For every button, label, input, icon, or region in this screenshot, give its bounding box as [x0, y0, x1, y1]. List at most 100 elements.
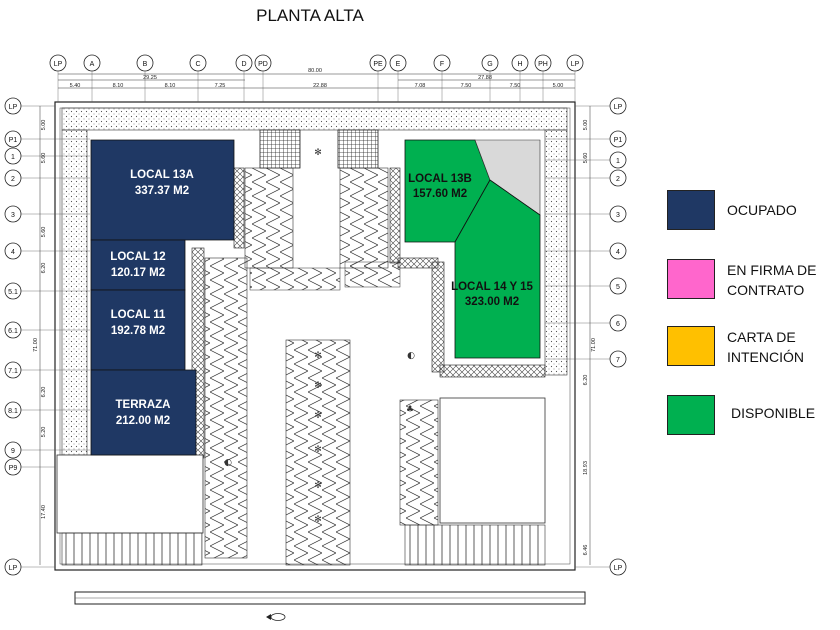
- legend-label: CARTA DE: [727, 329, 796, 345]
- dimension-segment: 5.60: [583, 153, 589, 164]
- axis-bubble: A: [83, 54, 101, 102]
- axis-label: P9: [9, 465, 18, 472]
- unit-area: 157.60 M2: [413, 188, 467, 200]
- unit-name: LOCAL 13B: [408, 173, 472, 185]
- axis-bubble: 2: [4, 169, 90, 187]
- axis-bubble: 1: [545, 151, 627, 169]
- axis-label: 5: [616, 284, 620, 291]
- top-dimensions: 80.00 29.25 27.88 5.40 8.10 8.10 7.25 22…: [70, 68, 564, 89]
- dimension-segment: 7.08: [415, 83, 426, 89]
- axis-bubble: LP: [4, 558, 55, 576]
- dimension-segment: 5.00: [553, 83, 564, 89]
- side-dimensions: 71.00 5.00 5.60 5.60 6.20 6.20 5.20 17.4…: [33, 120, 597, 556]
- dimension-segment: 8.10: [165, 83, 176, 89]
- axis-bubble: P1: [4, 130, 90, 148]
- axis-bubble: LP: [566, 54, 584, 102]
- dimension-segment: 5.00: [583, 120, 589, 131]
- units: [90, 139, 541, 456]
- dimension-segment: 5.20: [41, 427, 47, 438]
- axis-bubble: 4: [4, 242, 90, 260]
- axis-label: 5.1: [8, 289, 18, 296]
- unit-area: 337.37 M2: [135, 185, 189, 197]
- axis-bubble: G: [481, 54, 499, 102]
- palm-planter-icon: ✻: [314, 481, 322, 491]
- palm-planter-icon: ♣: [406, 405, 414, 415]
- axis-bubble: PD: [254, 54, 272, 102]
- axis-bubble: P9: [4, 458, 55, 476]
- unit-area: 192.78 M2: [111, 325, 165, 337]
- axis-label: F: [440, 61, 444, 68]
- legend-label: CONTRATO: [727, 282, 805, 298]
- grid-axes-right: LP P1 1 2 3 4 5 6 7 LP: [545, 97, 627, 576]
- unit-name: LOCAL 13A: [130, 169, 194, 181]
- axis-label: B: [143, 61, 148, 68]
- axis-bubble: D: [235, 54, 253, 102]
- axis-label: PD: [258, 61, 268, 68]
- axis-label: P1: [9, 137, 18, 144]
- legend-label: OCUPADO: [727, 202, 797, 218]
- axis-label: 1: [11, 154, 15, 161]
- unit-local-13a[interactable]: [90, 139, 235, 241]
- axis-label: 7.1: [8, 368, 18, 375]
- legend-swatch: [667, 326, 715, 366]
- axis-label: PH: [538, 61, 548, 68]
- restroom-icon: ◐: [407, 351, 415, 361]
- axis-label: LP: [571, 61, 580, 68]
- axis-bubble: 6: [545, 314, 627, 332]
- dimension-segment: 5.00: [41, 120, 47, 131]
- unit-local-14-15[interactable]: [454, 179, 541, 359]
- legend-swatch: [667, 395, 715, 435]
- axis-label: 3: [11, 212, 15, 219]
- dimension-segment: 7.50: [461, 83, 472, 89]
- unit-local-12[interactable]: [90, 239, 186, 291]
- palm-planter-icon: ✻: [314, 515, 322, 525]
- axis-label: 4: [11, 249, 15, 256]
- axis-bubble: 9: [4, 441, 90, 459]
- axis-bubble: 3: [545, 205, 627, 223]
- palm-planter-icon: ✻: [314, 381, 322, 391]
- axis-label: 8.1: [8, 408, 18, 415]
- axis-bubble: H: [511, 54, 529, 102]
- axis-bubble: E: [389, 54, 407, 102]
- unit-labels: LOCAL 13A 337.37 M2 LOCAL 12 120.17 M2 L…: [110, 169, 533, 427]
- axis-bubble: 7: [545, 350, 627, 368]
- dimension-total: 80.00: [308, 68, 322, 74]
- axis-label: E: [396, 61, 401, 68]
- dimension-segment: 7.50: [510, 83, 521, 89]
- axis-bubble: C: [189, 54, 207, 102]
- axis-label: 3: [616, 212, 620, 219]
- axis-label: C: [195, 61, 200, 68]
- unit-name: LOCAL 11: [111, 309, 166, 321]
- axis-bubble: LP: [575, 558, 627, 576]
- legend-swatch: [667, 259, 715, 299]
- axis-bubble: 3: [4, 205, 90, 223]
- axis-label: 1: [616, 158, 620, 165]
- dimension-lines: [39, 73, 591, 565]
- unit-terraza[interactable]: [90, 369, 197, 456]
- landscape-perimeter: [61, 107, 568, 456]
- axis-label: 2: [11, 176, 15, 183]
- axis-label: PE: [373, 61, 383, 68]
- corridors: [204, 129, 439, 566]
- legend-swatch: [667, 190, 715, 230]
- axis-label: LP: [614, 104, 623, 111]
- dimension-side-total: 71.00: [591, 338, 597, 352]
- dimension-segment: 18.93: [583, 461, 589, 475]
- grid-axes-top: LP A B C D PD PE E F G H PH LP: [49, 54, 584, 102]
- axis-label: LP: [9, 104, 18, 111]
- legend-label: EN FIRMA DE: [727, 262, 817, 278]
- axis-label: 6: [616, 321, 620, 328]
- dimension-segment: 5.60: [41, 153, 47, 164]
- dimension-segment: 6.46: [583, 545, 589, 556]
- axis-label: 7: [616, 357, 620, 364]
- dimension-segment: 6.20: [41, 387, 47, 398]
- palm-planter-icon: ✻: [314, 445, 322, 455]
- axis-bubble: PH: [534, 54, 552, 102]
- palm-planter-icon: ✻: [314, 351, 322, 361]
- axis-label: H: [517, 61, 522, 68]
- dimension-left-group: 29.25: [143, 75, 157, 81]
- palm-planter-icon: ✻: [314, 148, 322, 158]
- axis-bubble: PE: [369, 54, 387, 102]
- lower-open-areas: [56, 397, 586, 605]
- axis-label: 9: [11, 448, 15, 455]
